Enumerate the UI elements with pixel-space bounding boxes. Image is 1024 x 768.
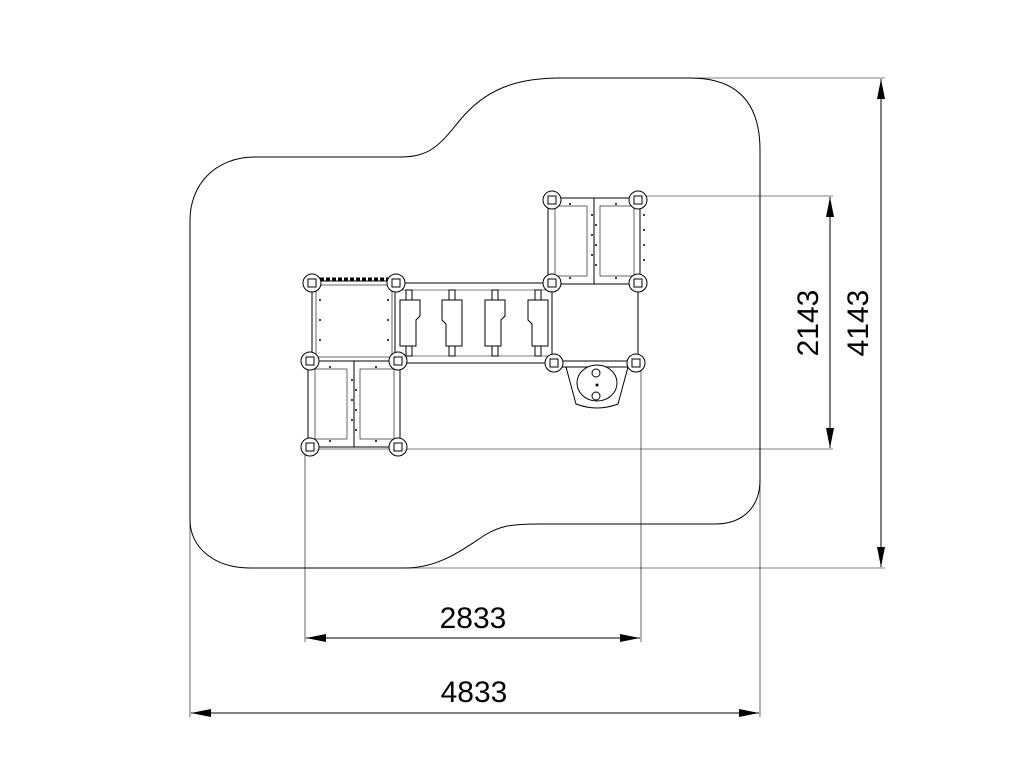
left-upper-deck <box>311 280 397 362</box>
bridge-steps <box>399 299 549 347</box>
extension-lines <box>189 77 885 717</box>
right-middle-deck <box>551 282 639 364</box>
bolt-dots <box>319 203 645 442</box>
safety-zone-outline <box>189 77 761 569</box>
dim-label-equipment-depth: 2143 <box>792 290 825 357</box>
posts <box>300 190 648 457</box>
left-lower-deck-2 <box>353 360 401 448</box>
bridge-frame <box>394 282 554 364</box>
activity-panel <box>557 360 637 409</box>
dim-label-zone-depth: 4143 <box>842 290 875 357</box>
right-upper-deck-2 <box>593 197 641 285</box>
right-upper-deck-1 <box>547 197 595 285</box>
dimension-lines <box>191 79 885 717</box>
play-equipment <box>300 190 648 457</box>
dim-label-equipment-width: 2833 <box>440 602 507 635</box>
dim-label-zone-width: 4833 <box>441 676 508 709</box>
left-lower-deck-1 <box>307 360 355 448</box>
